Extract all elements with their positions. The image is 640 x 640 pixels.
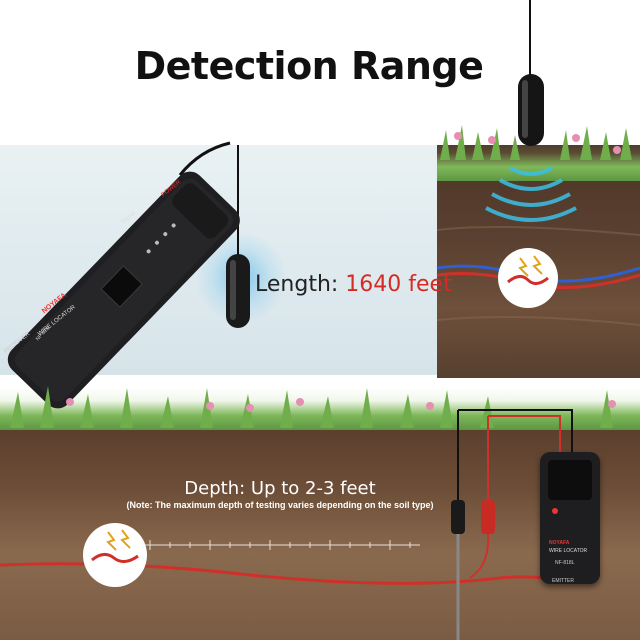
page-title: Detection Range (134, 44, 484, 88)
black-clip (451, 500, 465, 534)
red-clip (481, 500, 495, 534)
emitter-model: NF-818L (555, 560, 575, 566)
emitter-device (540, 452, 600, 584)
probe-sensor-top (518, 74, 544, 146)
length-value: 1640 feet (345, 272, 452, 297)
grass-tufts-top (440, 125, 632, 160)
flowers-bottom (66, 398, 616, 412)
depth-caption: Depth: Up to 2-3 feet (184, 478, 376, 499)
signal-waves (485, 166, 577, 222)
receiver-device (7, 171, 240, 409)
emitter-name: WIRE LOCATOR (549, 548, 588, 554)
break-marker-bottom (83, 523, 147, 587)
grass-tufts-bottom (10, 386, 613, 428)
probe-sensor (226, 254, 250, 328)
depth-note: (Note: The maximum depth of testing vari… (126, 500, 434, 510)
emitter-label: EMITTER (552, 578, 574, 584)
emitter-led-icon (552, 508, 558, 514)
flowers-top (454, 132, 621, 154)
soil-layers-top (436, 225, 640, 326)
length-label: Length: (255, 272, 339, 297)
emitter-panel (548, 460, 592, 500)
emitter-brand: NOYAFA (549, 540, 570, 546)
depth-ruler (140, 540, 420, 550)
length-caption: Length: 1640 feet (255, 272, 452, 297)
